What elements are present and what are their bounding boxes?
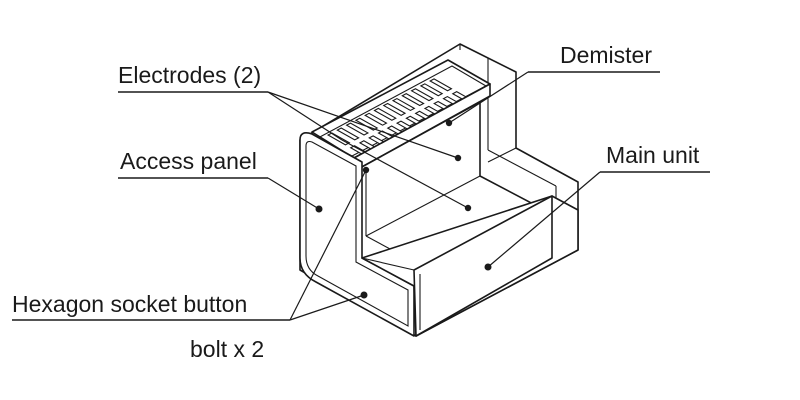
label-hex-bolt-line1: Hexagon socket button [12,291,248,317]
grille-slot [382,102,407,116]
main-unit-front [413,195,553,337]
grille-slot [364,112,388,126]
grille-slot [419,83,444,97]
grille-slot [326,132,351,146]
leader-main-unit [487,171,601,268]
grille-slot [410,88,435,102]
leader-electrodes [267,91,459,159]
grille-slot [401,93,425,107]
grille-slot [345,122,370,136]
label-hex-bolt-line2: bolt x 2 [190,336,265,362]
leader-access-panel [267,177,320,210]
grille-slot [373,107,397,121]
leader-hex-bolt [289,169,367,321]
label-electrodes: Electrodes (2) [118,62,262,88]
label-main-unit: Main unit [606,142,700,168]
leader-electrode-inner [341,139,469,209]
label-demister: Demister [560,42,653,68]
grille-slot [429,78,453,92]
grille-slot [391,97,416,112]
leader-demister [448,71,529,124]
label-access-panel: Access panel [120,148,257,174]
grille-slot [336,127,360,141]
